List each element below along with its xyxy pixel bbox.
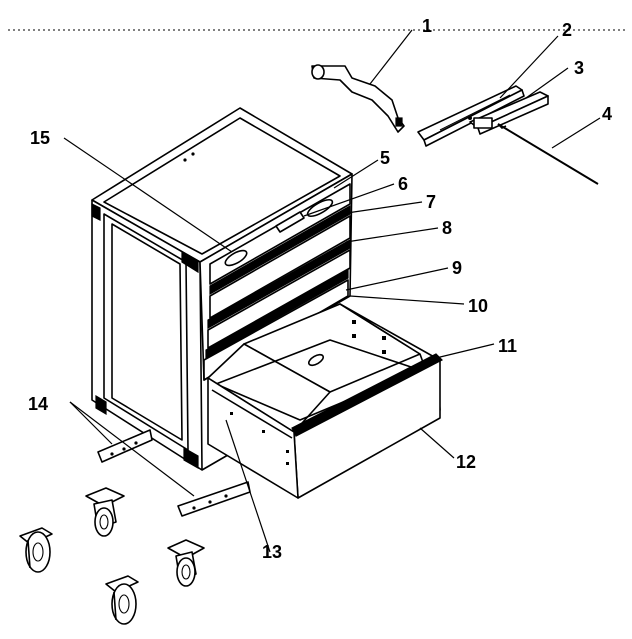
callout-13: 13 — [262, 542, 282, 562]
callouts: 1 2 3 4 5 6 7 8 9 10 11 12 13 14 15 — [28, 16, 612, 562]
cabinet — [91, 107, 353, 471]
callout-3: 3 — [574, 58, 584, 78]
callout-9: 9 — [452, 258, 462, 278]
callout-7: 7 — [426, 192, 436, 212]
callout-14: 14 — [28, 394, 48, 414]
callout-15: 15 — [30, 128, 50, 148]
callout-6: 6 — [398, 174, 408, 194]
callout-12: 12 — [456, 452, 476, 472]
caster-swivel-2 — [167, 539, 205, 587]
part-3-slide-bracket — [469, 91, 549, 135]
callout-10: 10 — [468, 296, 488, 316]
part-12-drawer — [207, 303, 444, 499]
callout-11: 11 — [498, 336, 517, 356]
caster-swivel-1 — [85, 487, 125, 537]
callout-4: 4 — [602, 104, 612, 124]
callout-8: 8 — [442, 218, 452, 238]
part-1-bracket — [311, 64, 405, 133]
leader-lines — [63, 29, 601, 553]
caster-fixed-2 — [105, 575, 139, 625]
callout-2: 2 — [562, 20, 572, 40]
part-14-bracket-right — [177, 481, 251, 517]
caster-fixed-1 — [19, 527, 53, 573]
part-14-bracket-left — [97, 429, 153, 463]
part-4-rod — [497, 123, 599, 185]
callout-1: 1 — [422, 16, 432, 36]
callout-5: 5 — [380, 148, 390, 168]
